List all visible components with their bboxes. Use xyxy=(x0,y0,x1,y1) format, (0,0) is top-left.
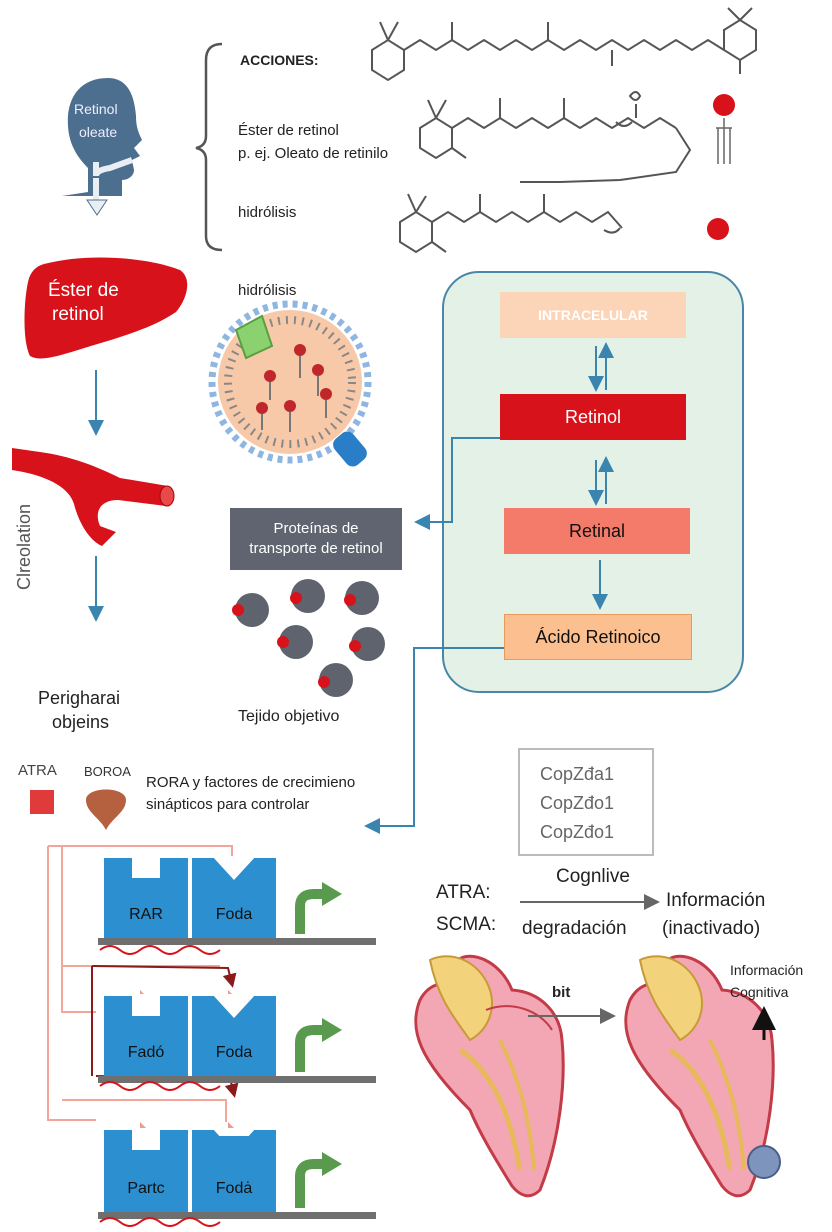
cognition-scma-label: SCMA: xyxy=(436,914,497,935)
retinol-molecule-structure-1 xyxy=(371,7,757,82)
gene-copy-item: CopZđo1 xyxy=(540,793,615,813)
retinol-dot-icon xyxy=(707,218,729,240)
rora-label-line1: RORA y factores de crecimieno xyxy=(146,774,356,791)
heart-icon-left xyxy=(414,954,565,1198)
block-v-notches xyxy=(212,856,256,1136)
heart-arrow-label: bit xyxy=(552,984,571,1001)
gene-block-label: Partc xyxy=(127,1180,165,1197)
dna-strand-2 xyxy=(98,1076,376,1091)
degradation-label: degradación xyxy=(522,918,627,939)
hydrolysis-label: hidrólisis xyxy=(238,204,297,221)
transport-protein-icons xyxy=(232,579,385,697)
gene-block-label: Foda xyxy=(215,906,253,923)
boroa-legend-shape xyxy=(86,789,126,830)
ester-label-line2: p. ej. Oleato de retinilo xyxy=(238,145,389,162)
gene-copy-box: CopZđa1 CopZđo1 CopZđo1 xyxy=(518,748,654,856)
atra-legend-label: ATRA xyxy=(18,762,57,779)
cognlive-label: Cognlive xyxy=(556,866,630,887)
retinal-box: Retinal xyxy=(504,508,690,554)
dna-strand-1 xyxy=(98,938,376,955)
lipid-icon xyxy=(713,94,735,164)
target-tissue-label: Tejido objetivo xyxy=(238,708,340,725)
head-silhouette-icon xyxy=(62,78,142,216)
transport-box-line1: Proteínas de xyxy=(273,520,359,537)
information-label: Información xyxy=(666,890,766,911)
gene-block-label: Fadó xyxy=(127,1044,165,1061)
info-cognitive-line2: Cognitiva xyxy=(730,984,789,1000)
block-notch xyxy=(132,994,160,1016)
transcription-arrow-icons xyxy=(295,889,324,1208)
rora-label-line2: sinápticos para controlar xyxy=(146,796,310,813)
gene-block-label: Fodȧ xyxy=(215,1180,253,1197)
head-label-line1: Retinol xyxy=(74,101,118,117)
inactivated-label: (inactivado) xyxy=(662,918,761,939)
gene-block-label: RAR xyxy=(129,906,163,923)
block-notch xyxy=(132,856,160,878)
micelle-molecule-icons xyxy=(256,344,332,432)
transport-proteins-box: Proteínas de transporte de retinol xyxy=(230,508,402,570)
gene-copy-item: CopZđo1 xyxy=(540,822,615,842)
intracellular-panel xyxy=(442,271,744,693)
transport-box-line2: transporte de retinol xyxy=(249,540,383,557)
actions-title: ACCIONES: xyxy=(240,52,319,68)
block-notch xyxy=(132,1128,160,1150)
blood-vessel-icon xyxy=(12,448,175,546)
gene-block-right-3: Fodȧ xyxy=(192,1130,276,1212)
retinol-box: Retinol xyxy=(500,394,686,440)
gene-block-label: Foda xyxy=(215,1044,253,1061)
gene-copy-item: CopZđa1 xyxy=(540,764,615,784)
liver-label-line1: Éster de xyxy=(48,280,119,301)
liver-icon xyxy=(24,257,188,359)
head-label-line2: oleate xyxy=(79,124,118,140)
info-cognitive-line1: Información xyxy=(730,962,804,978)
retinoic-acid-box: Ácido Retinoico xyxy=(504,614,692,660)
peripheral-label-line1: Perigharai xyxy=(38,688,121,708)
boroa-legend-label: BOROA xyxy=(84,764,131,779)
liver-label-line2: retinol xyxy=(52,304,104,325)
intracellular-header-box: INTRACELULAR xyxy=(500,292,686,338)
micelle-icon xyxy=(208,300,372,467)
atra-legend-square xyxy=(30,790,54,814)
retinyl-oleate-molecule-structure xyxy=(419,91,692,183)
dna-strand-3 xyxy=(98,1212,376,1227)
cognition-atra-label: ATRA: xyxy=(436,882,491,903)
gene-block-left-2: Fadó xyxy=(104,996,188,1076)
circulation-label: Clreolation xyxy=(14,503,34,590)
retinol-molecule-structure-2 xyxy=(399,193,623,254)
ester-label-line1: Éster de retinol xyxy=(238,122,339,139)
micelle-hydrolysis-label: hidrólisis xyxy=(238,282,297,299)
heart-icon-right xyxy=(624,954,781,1198)
peripheral-label-line2: objeins xyxy=(52,712,110,732)
actions-bracket xyxy=(195,42,223,252)
